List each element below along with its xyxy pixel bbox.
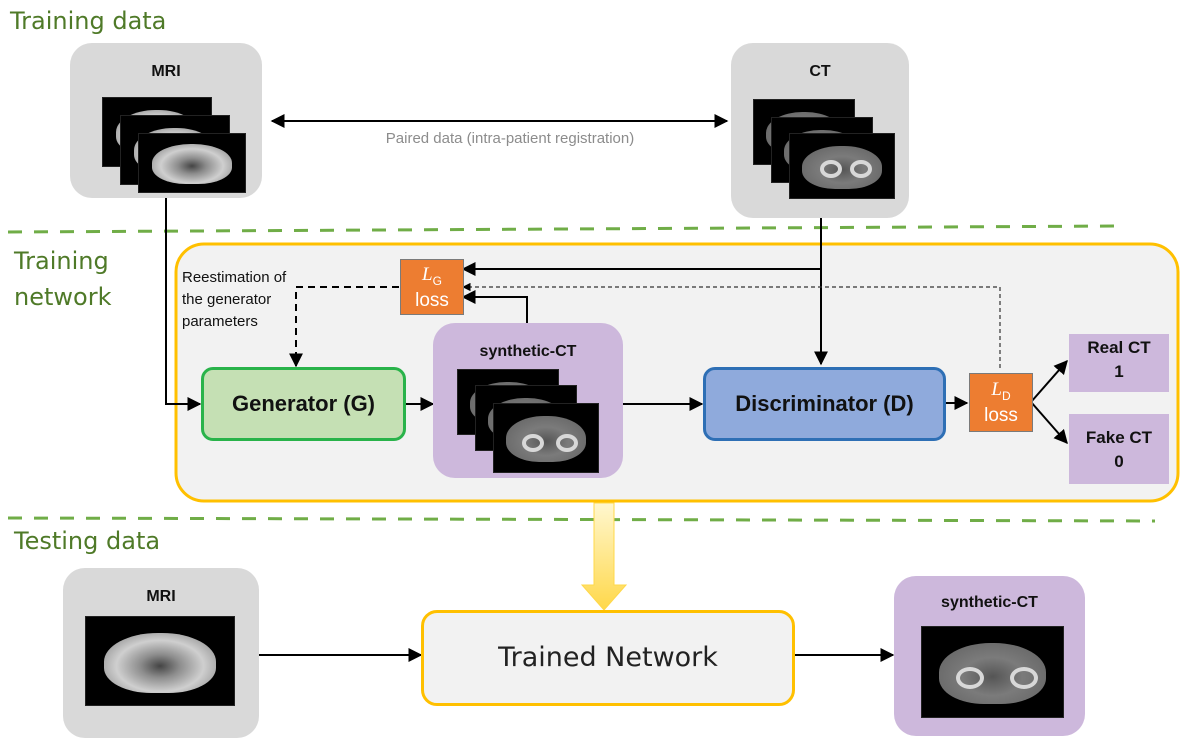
discriminator-label: Discriminator (D) xyxy=(735,391,914,416)
generator-loss-subscript: G xyxy=(432,273,442,288)
mri-to-generator-arrow xyxy=(165,196,202,411)
synthetic-ct-testing-title: synthetic-CT xyxy=(941,594,1038,611)
ct-training-panel: CT xyxy=(731,43,909,218)
fake-ct-value: 0 xyxy=(1114,452,1124,471)
generator-box: Generator (G) xyxy=(201,367,406,441)
discriminator-loss-box: LD loss xyxy=(969,373,1033,432)
section-label-training-network-line2: network xyxy=(14,283,112,311)
fake-ct-output-box: Fake CT 0 xyxy=(1069,414,1169,484)
generator-loss-box: LG loss xyxy=(400,259,464,315)
ld-to-real-arrow xyxy=(1030,359,1068,403)
synthetic-to-lg-arrow xyxy=(461,290,528,323)
synthetic-ct-training-title: synthetic-CT xyxy=(479,343,577,360)
real-ct-label: Real CT xyxy=(1087,338,1151,357)
reestimation-text-line3: parameters xyxy=(182,313,258,330)
synthetic-ct-training-panel: synthetic-CT xyxy=(433,323,623,478)
ct-slice-image xyxy=(789,133,895,199)
mri-testing-panel: MRI xyxy=(63,568,259,738)
paired-data-label: Paired data (intra-patient registration) xyxy=(385,130,635,147)
discriminator-loss-symbol: L xyxy=(991,379,1002,400)
section-label-training-network-line1: Training xyxy=(14,247,109,275)
reestimation-text-line1: Reestimation of xyxy=(182,269,287,286)
trained-network-box: Trained Network xyxy=(421,610,795,706)
training-to-testing-arrow xyxy=(580,502,628,611)
generator-label: Generator (G) xyxy=(231,391,376,416)
ct-training-title: CT xyxy=(809,63,831,80)
real-ct-value: 1 xyxy=(1114,362,1124,381)
synthetic-ct-slice-image xyxy=(493,403,599,473)
ld-feedback-dashed-arrow xyxy=(462,282,1001,368)
generator-loss-text: loss xyxy=(415,289,449,311)
mri-testing-title: MRI xyxy=(146,588,176,605)
mri-training-panel: MRI xyxy=(70,43,262,198)
ld-to-fake-arrow xyxy=(1030,401,1068,445)
mri-test-image xyxy=(85,616,235,706)
divider-top xyxy=(7,224,1121,234)
reestimation-text-line2: the generator xyxy=(182,291,272,308)
divider-bottom xyxy=(7,516,1156,523)
trained-network-label: Trained Network xyxy=(498,642,718,673)
section-label-training-data: Training data xyxy=(10,7,167,35)
real-ct-output-box: Real CT 1 xyxy=(1069,334,1169,392)
mri-slice-image xyxy=(138,133,246,193)
synthetic-ct-test-image xyxy=(921,626,1064,718)
synthetic-ct-testing-panel: synthetic-CT xyxy=(894,576,1085,736)
mri-training-title: MRI xyxy=(151,63,181,80)
generator-loss-symbol: L xyxy=(422,264,433,285)
reestimation-dashed-arrow xyxy=(289,286,399,368)
discriminator-box: Discriminator (D) xyxy=(703,367,946,441)
fake-ct-label: Fake CT xyxy=(1085,428,1153,447)
section-label-testing-data: Testing data xyxy=(14,527,161,555)
discriminator-loss-subscript: D xyxy=(1001,388,1011,403)
discriminator-loss-text: loss xyxy=(984,404,1018,426)
